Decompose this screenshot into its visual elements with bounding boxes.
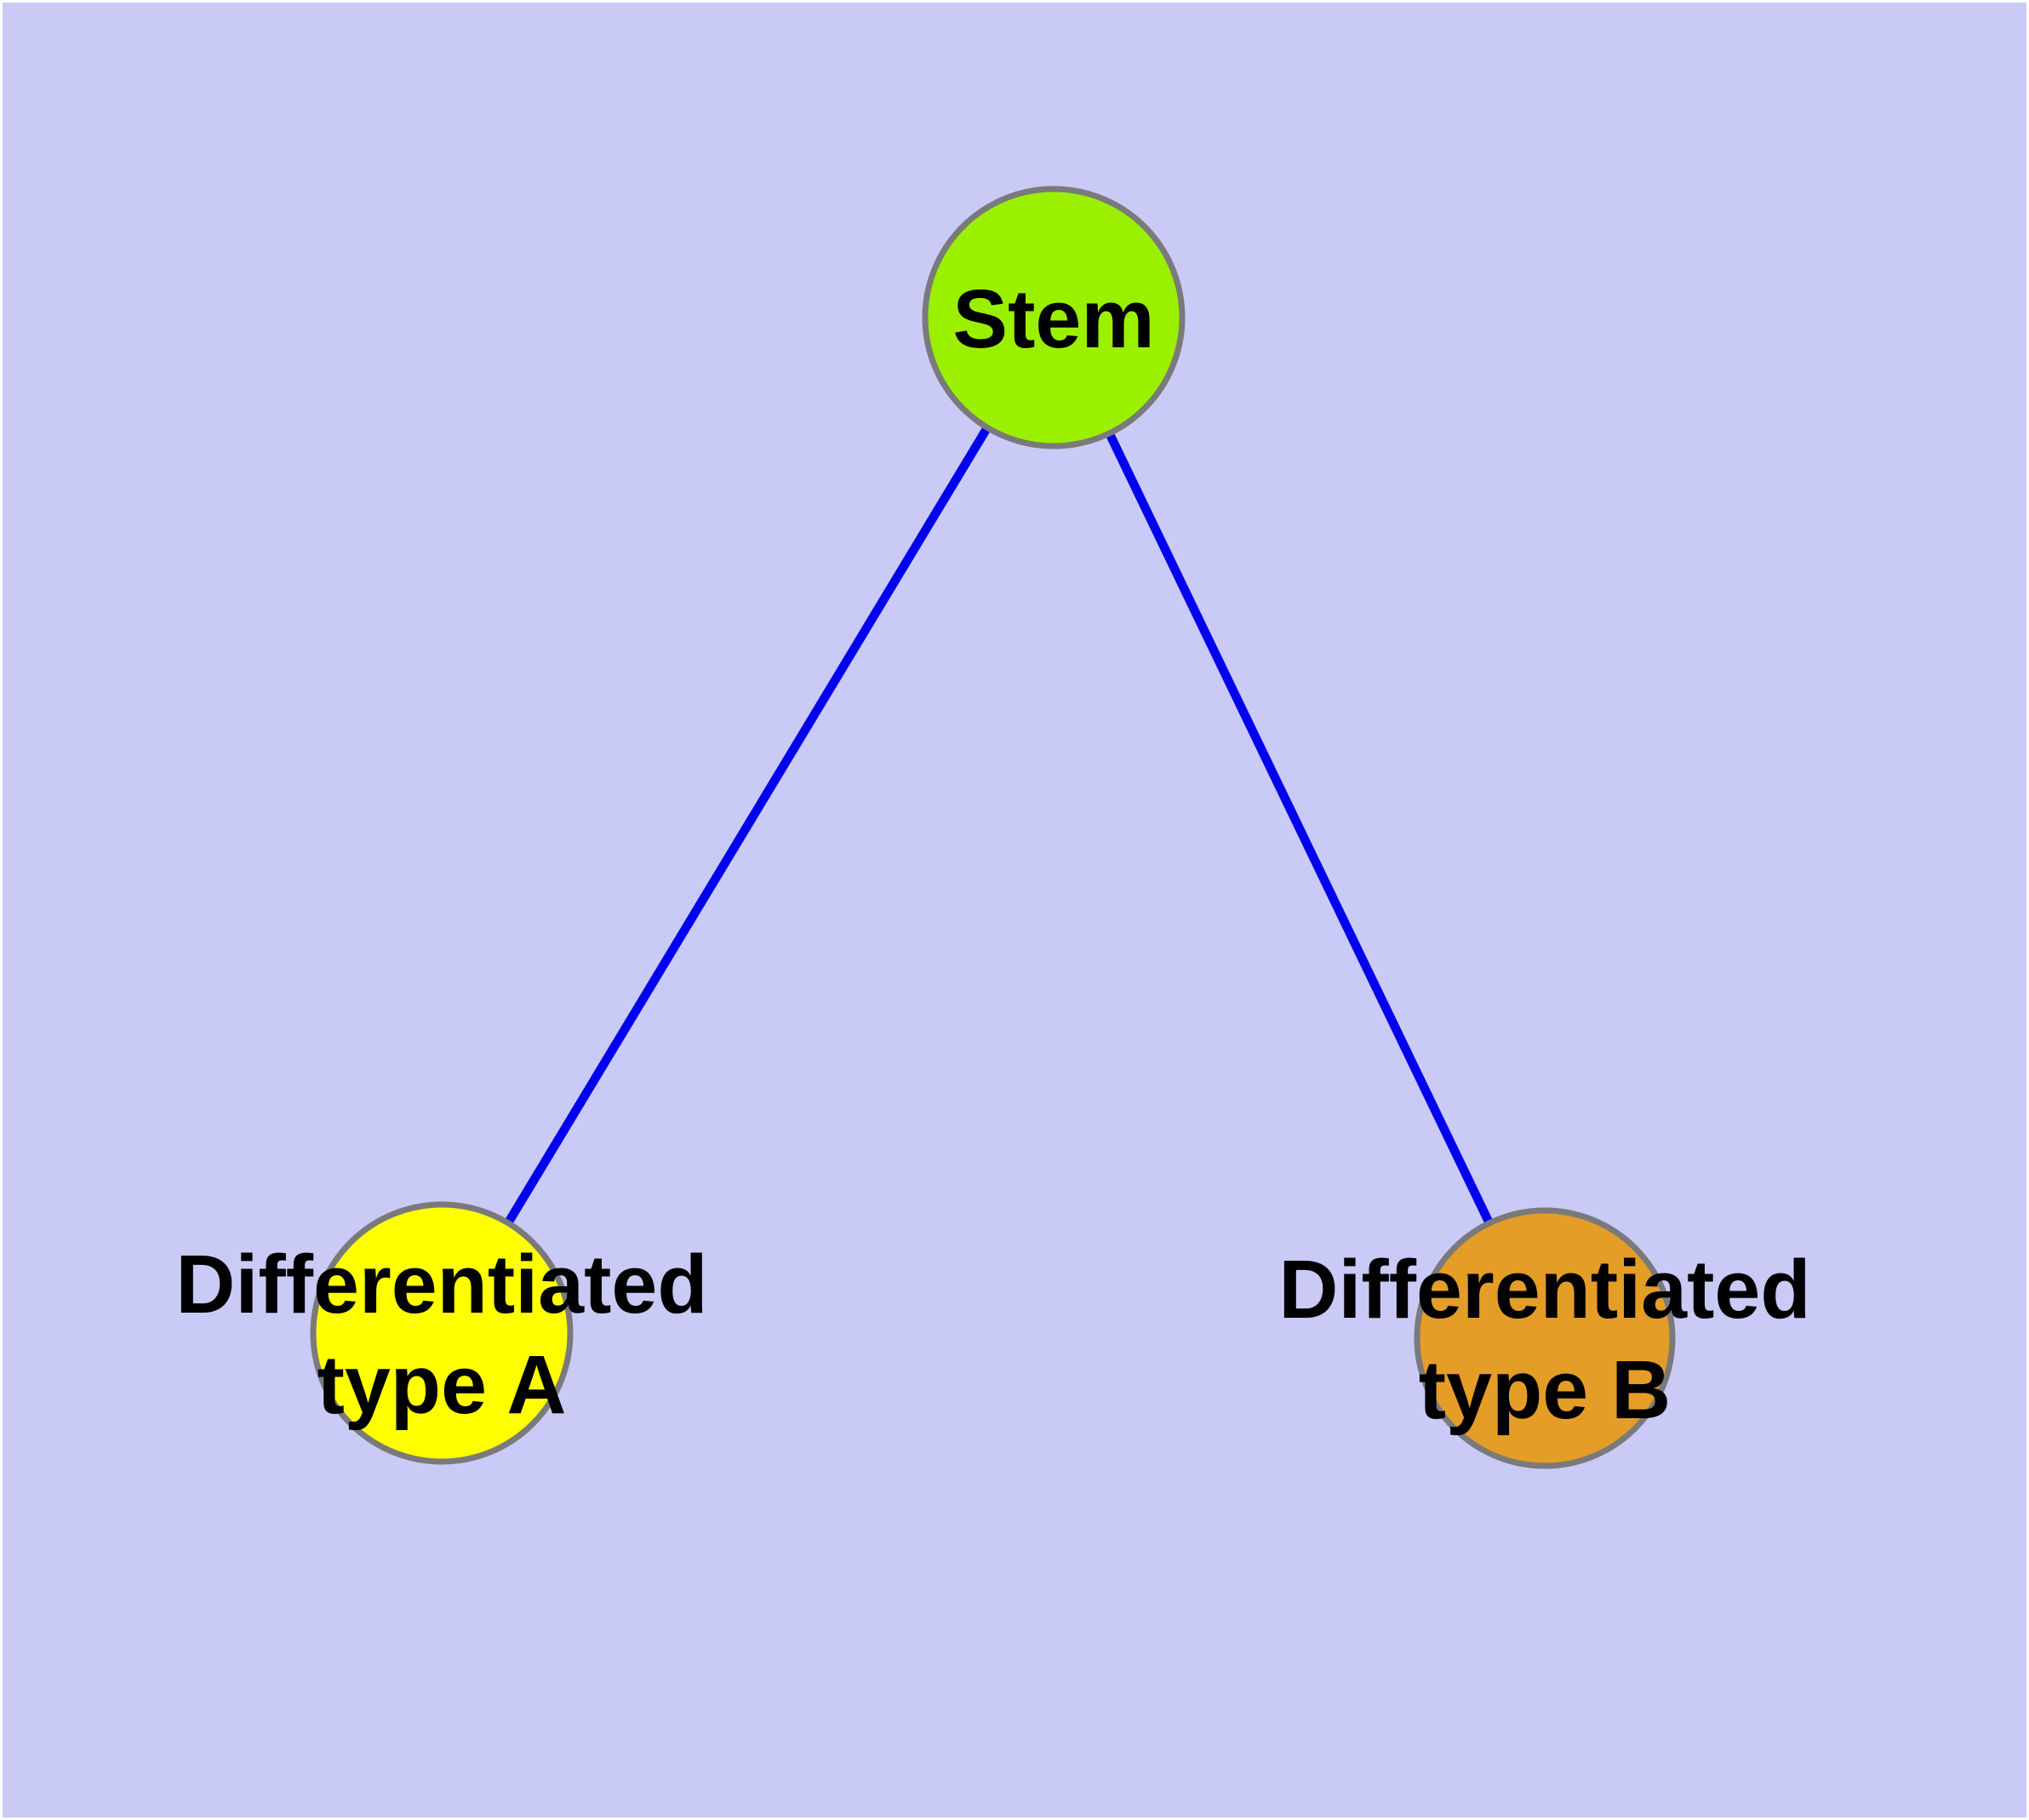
node-circle-differentiated-type-a [310, 1201, 574, 1465]
node-label-differentiated-type-a-line1: Differentiated [175, 1238, 707, 1331]
node-stem: Stem [922, 186, 1186, 449]
node-label-differentiated-type-b-line1: Differentiated [1278, 1243, 1810, 1336]
node-circle-stem [922, 186, 1186, 449]
node-label-differentiated-type-b-line2: type B [1419, 1343, 1671, 1436]
node-label-stem-line1: Stem [952, 272, 1154, 365]
edge-stem-to-differentiated-type-a [437, 315, 1058, 1336]
node-circle-differentiated-type-b [1414, 1207, 1676, 1469]
edge-stem-to-differentiated-type-b [1049, 315, 1549, 1341]
node-label-differentiated-type-a-line2: type A [317, 1338, 567, 1431]
edges-layer [437, 315, 1549, 1341]
